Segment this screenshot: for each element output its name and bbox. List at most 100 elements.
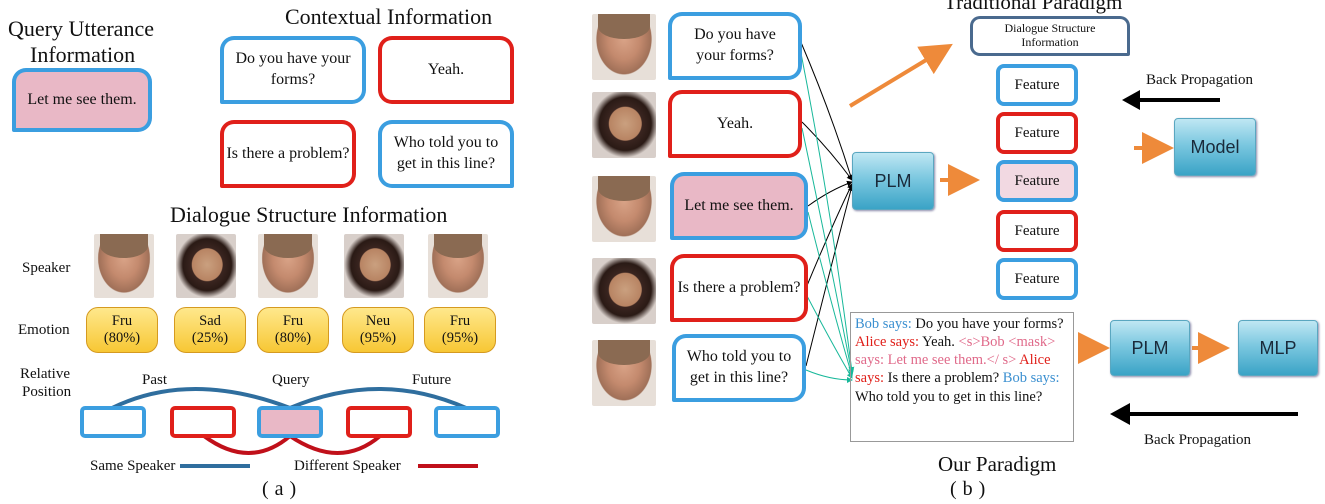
- position-box-4: [346, 406, 412, 438]
- feature-box-3: Feature: [996, 160, 1078, 202]
- mlp-box: MLP: [1238, 320, 1318, 376]
- traditional-paradigm-title: Traditional Paradigm: [944, 0, 1123, 14]
- legend-different-speaker: Different Speaker: [294, 458, 401, 474]
- utterance-bubble-2: Yeah.: [668, 90, 802, 158]
- context-bubble-3: Is there a problem?: [220, 120, 356, 188]
- row-label-position-2: Position: [22, 384, 72, 400]
- speaker-photo-alice-2: [344, 234, 404, 298]
- utterance-text-5: Who told you to get in this line?: [686, 348, 792, 386]
- emotion-pct-3: (80%): [274, 330, 312, 346]
- prompt-text-2: Yeah.: [919, 334, 959, 351]
- model-box: Model: [1174, 118, 1256, 176]
- utterance-bubble-1: Do you have your forms?: [668, 12, 802, 80]
- context-bubble-1: Do you have your forms?: [220, 36, 366, 104]
- feature-label-1: Feature: [1014, 76, 1060, 93]
- label-future: Future: [412, 372, 452, 388]
- prompt-text-3: Is there a problem?: [884, 370, 1003, 387]
- plm-box-ours: PLM: [1110, 320, 1190, 376]
- context-bubble-4: Who told you to get in this line?: [378, 120, 514, 188]
- dsi-line-1: Dialogue Structure: [1004, 21, 1096, 36]
- context-bubble-2: Yeah.: [378, 36, 514, 104]
- emotion-pill-5: Fru(95%): [424, 307, 496, 353]
- prompt-box: Bob says: Do you have your forms? Alice …: [850, 312, 1074, 442]
- different-speaker-arc-left: [202, 434, 292, 455]
- position-box-5: [434, 406, 500, 438]
- utterance-photo-2: [592, 92, 656, 158]
- utterance-bubble-3: Let me see them.: [670, 172, 808, 240]
- utterance-text-1: Do you have your forms?: [694, 26, 776, 64]
- contextual-title: Contextual Information: [285, 4, 493, 29]
- prompt-bob-1: Bob says:: [855, 316, 912, 332]
- utterance-photo-3: [592, 176, 656, 242]
- feature-label-5: Feature: [1014, 270, 1060, 287]
- emotion-pill-1: Fru(80%): [86, 307, 158, 353]
- position-box-2: [170, 406, 236, 438]
- emotion-pct-5: (95%): [441, 330, 479, 346]
- emotion-label-2: Sad: [199, 312, 221, 329]
- speaker-photo-alice-1: [176, 234, 236, 298]
- dialogue-structure-info-box: Dialogue Structure Information: [970, 16, 1130, 56]
- query-utterance-text: Let me see them.: [27, 90, 137, 108]
- backprop-label-top: Back Propagation: [1146, 72, 1254, 88]
- speaker-photo-bob-2: [258, 234, 318, 298]
- emotion-pill-3: Fru(80%): [257, 307, 329, 353]
- utterance-photo-5: [592, 340, 656, 406]
- dsi-line-2: Information: [1021, 35, 1079, 49]
- caption-b: (b): [950, 478, 992, 500]
- feature-label-4: Feature: [1014, 222, 1060, 239]
- prompt-alice-2: Alice says:: [855, 352, 1051, 387]
- speaker-photo-bob-3: [428, 234, 488, 298]
- our-paradigm-title: Our Paradigm: [938, 452, 1057, 476]
- utterance-photo-4: [592, 258, 656, 324]
- emotion-pill-4: Neu(95%): [342, 307, 414, 353]
- feature-label-2: Feature: [1014, 124, 1060, 141]
- emotion-pct-4: (95%): [359, 330, 397, 346]
- utterance-text-4: Is there a problem?: [677, 278, 801, 296]
- emotion-label-3: Fru: [282, 312, 304, 329]
- emotion-label-4: Neu: [365, 312, 391, 329]
- mlp-label: MLP: [1259, 337, 1297, 358]
- emotion-label-5: Fru: [449, 312, 471, 329]
- feature-box-4: Feature: [996, 210, 1078, 252]
- row-label-position-1: Relative: [20, 366, 70, 382]
- row-label-speaker: Speaker: [22, 260, 71, 276]
- utterance-text-3: Let me see them.: [684, 196, 794, 214]
- utterance-text-2: Yeah.: [716, 114, 754, 132]
- utterance-bubble-4: Is there a problem?: [670, 254, 808, 322]
- context-text-1: Do you have your forms?: [235, 50, 351, 88]
- utterance-bubble-5: Who told you to get in this line?: [672, 334, 806, 402]
- position-box-query: [257, 406, 323, 438]
- same-speaker-arc-past: [111, 387, 291, 410]
- relative-position-diagram: [80, 387, 500, 468]
- emotion-label-1: Fru: [111, 312, 133, 329]
- orange-arrow-to-dsi: [848, 43, 953, 108]
- speaker-photo-bob-1: [94, 234, 154, 298]
- feature-box-2: Feature: [996, 112, 1078, 154]
- emotion-pct-2: (25%): [191, 330, 229, 346]
- utterance-photo-1: [592, 14, 656, 80]
- prompt-text-1: Do you have your forms?: [911, 316, 1064, 332]
- structure-title: Dialogue Structure Information: [170, 202, 448, 227]
- model-label: Model: [1190, 136, 1240, 157]
- caption-a: (a): [262, 478, 303, 500]
- prompt-text-4: Who told you to get in this line?: [855, 388, 1043, 405]
- context-text-4: Who told you to get in this line?: [393, 134, 499, 172]
- emotion-pct-1: (80%): [103, 330, 141, 346]
- plm-label-1: PLM: [874, 170, 912, 191]
- position-box-1: [80, 406, 146, 438]
- same-speaker-arc-future: [289, 387, 467, 410]
- context-text-2: Yeah.: [427, 60, 465, 78]
- plm-box-traditional: PLM: [852, 152, 934, 210]
- prompt-bob-2: Bob says:: [1002, 370, 1060, 387]
- plm-label-2: PLM: [1131, 337, 1169, 358]
- label-past: Past: [142, 372, 168, 388]
- backprop-label-bottom: Back Propagation: [1144, 432, 1252, 448]
- feature-box-1: Feature: [996, 64, 1078, 106]
- query-utterance-bubble: Let me see them.: [12, 68, 152, 132]
- emotion-pill-2: Sad(25%): [174, 307, 246, 353]
- label-query: Query: [272, 372, 310, 388]
- context-text-3: Is there a problem?: [226, 144, 350, 162]
- different-speaker-arc-right: [288, 434, 382, 455]
- query-title-line2: Information: [30, 42, 136, 67]
